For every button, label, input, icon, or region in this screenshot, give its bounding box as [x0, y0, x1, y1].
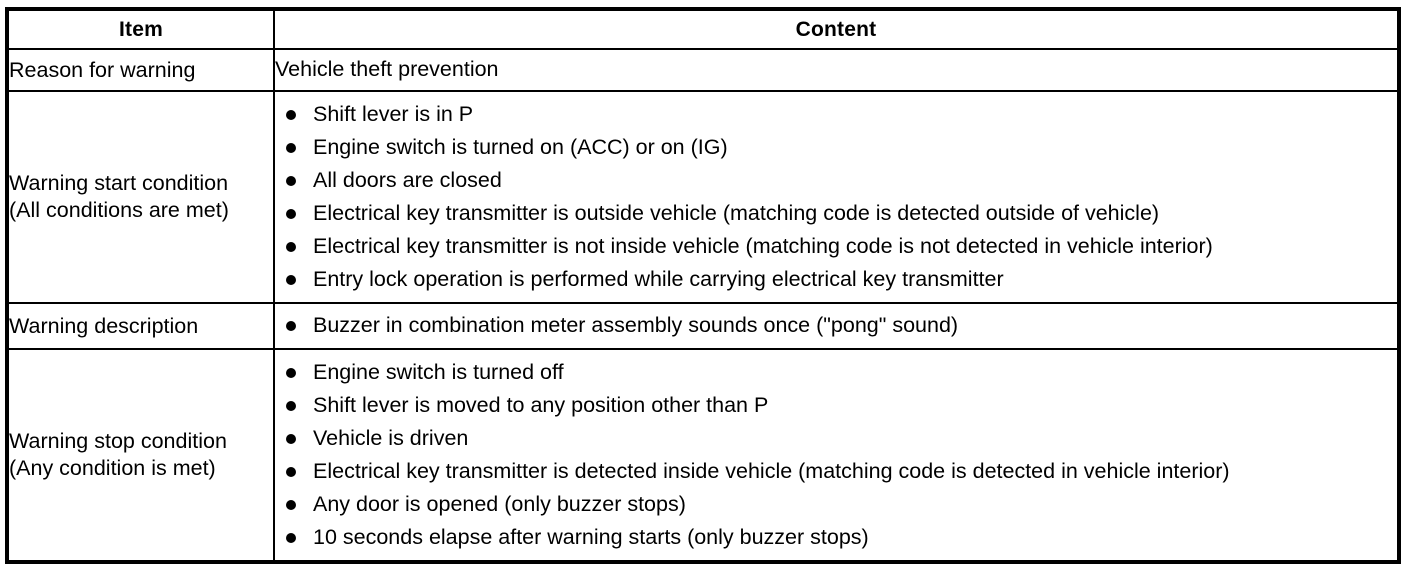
document-page: Item Content Reason for warning Vehicle …: [5, 7, 1401, 564]
list-item-text: Shift lever is moved to any position oth…: [313, 393, 769, 417]
list-item-text: Engine switch is turned on (ACC) or on (…: [313, 135, 728, 159]
row-content-warning-description: Buzzer in combination meter assembly sou…: [273, 302, 1400, 350]
bullet-icon: [286, 367, 296, 378]
warning-specification-table: Item Content Reason for warning Vehicle …: [5, 7, 1401, 564]
list-item-text: 10 seconds elapse after warning starts (…: [313, 525, 869, 549]
row-label-line: Warning stop condition: [9, 429, 227, 453]
row-content-warning-start-condition: Shift lever is in P Engine switch is tur…: [273, 90, 1400, 304]
bullet-list: Shift lever is in P Engine switch is tur…: [275, 92, 1397, 302]
row-label-line: (All conditions are met): [9, 198, 229, 222]
row-label-reason-for-warning: Reason for warning: [6, 48, 275, 92]
column-header-item: Item: [6, 8, 275, 50]
bullet-icon: [286, 241, 296, 252]
row-label-warning-stop-condition: Warning stop condition (Any condition is…: [6, 348, 275, 563]
row-label-line: Warning description: [9, 313, 199, 338]
list-item: Electrical key transmitter is detected i…: [275, 455, 1397, 488]
list-item-text: Electrical key transmitter is outside ve…: [313, 201, 1160, 225]
list-item-text: All doors are closed: [313, 168, 502, 192]
table-header: Item Content: [6, 8, 1400, 50]
bullet-icon: [286, 466, 296, 477]
list-item-text: Electrical key transmitter is not inside…: [313, 234, 1213, 258]
list-item: Vehicle is driven: [275, 422, 1397, 455]
bullet-icon: [286, 320, 296, 331]
list-item: Engine switch is turned off: [275, 356, 1397, 389]
bullet-icon: [286, 499, 296, 510]
bullet-list: Buzzer in combination meter assembly sou…: [275, 304, 1397, 348]
list-item: Shift lever is in P: [275, 98, 1397, 131]
list-item-text: Engine switch is turned off: [313, 360, 564, 384]
list-item-text: Entry lock operation is performed while …: [313, 267, 1004, 291]
list-item-text: Any door is opened (only buzzer stops): [313, 492, 686, 516]
list-item: Any door is opened (only buzzer stops): [275, 488, 1397, 521]
list-item: Shift lever is moved to any position oth…: [275, 389, 1397, 422]
list-item: Electrical key transmitter is outside ve…: [275, 197, 1397, 230]
row-content-reason-for-warning: Vehicle theft prevention: [273, 48, 1400, 92]
content-text: Vehicle theft prevention: [275, 57, 499, 81]
row-label-warning-start-condition: Warning start condition (All conditions …: [6, 90, 275, 304]
bullet-icon: [286, 142, 296, 153]
bullet-icon: [286, 532, 296, 543]
bullet-list: Engine switch is turned off Shift lever …: [275, 350, 1397, 560]
row-label-line: Reason for warning: [9, 57, 196, 82]
bullet-icon: [286, 175, 296, 186]
bullet-icon: [286, 109, 296, 120]
column-header-content: Content: [273, 8, 1400, 50]
list-item-text: Buzzer in combination meter assembly sou…: [313, 313, 959, 337]
list-item: Electrical key transmitter is not inside…: [275, 230, 1397, 263]
table-row: Reason for warning Vehicle theft prevent…: [6, 48, 1400, 92]
row-label-line: Warning start condition: [9, 171, 229, 195]
table-row: Warning start condition (All conditions …: [6, 90, 1400, 304]
list-item-text: Vehicle is driven: [313, 426, 469, 450]
bullet-icon: [286, 208, 296, 219]
list-item-text: Electrical key transmitter is detected i…: [313, 459, 1230, 483]
row-content-warning-stop-condition: Engine switch is turned off Shift lever …: [273, 348, 1400, 563]
bullet-icon: [286, 433, 296, 444]
list-item: Engine switch is turned on (ACC) or on (…: [275, 131, 1397, 164]
list-item: Entry lock operation is performed while …: [275, 263, 1397, 296]
bullet-icon: [286, 274, 296, 285]
row-label-line: (Any condition is met): [9, 456, 216, 480]
list-item: 10 seconds elapse after warning starts (…: [275, 521, 1397, 554]
table-header-row: Item Content: [6, 8, 1400, 50]
table-row: Warning stop condition (Any condition is…: [6, 348, 1400, 563]
list-item: Buzzer in combination meter assembly sou…: [275, 309, 1397, 342]
table-body: Reason for warning Vehicle theft prevent…: [6, 48, 1400, 563]
bullet-icon: [286, 400, 296, 411]
row-label-warning-description: Warning description: [6, 302, 275, 350]
table-row: Warning description Buzzer in combinatio…: [6, 302, 1400, 350]
list-item: All doors are closed: [275, 164, 1397, 197]
list-item-text: Shift lever is in P: [313, 102, 474, 126]
